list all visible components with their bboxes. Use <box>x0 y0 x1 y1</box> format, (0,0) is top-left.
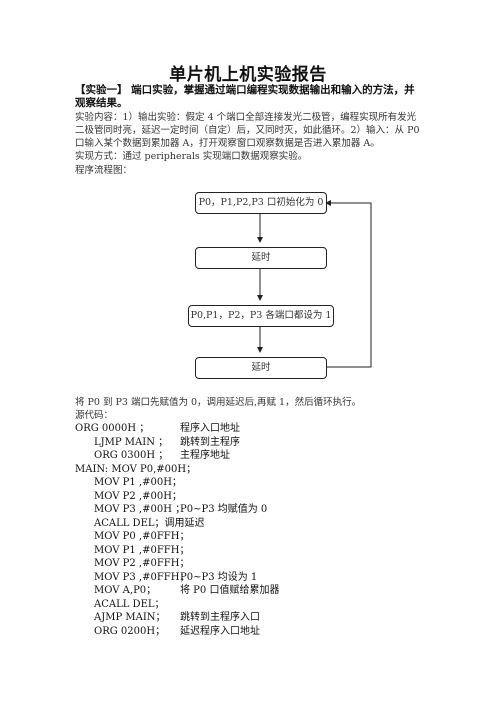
flow-node-delay-1: 延时 <box>195 247 327 269</box>
code-line: MOV P2 ,#00H； <box>94 490 182 502</box>
code-line: MOV P2 ,#0FFH； <box>94 558 190 569</box>
flow-node-init: P0，P1,P2,P3 口初始化为 0 <box>195 192 327 214</box>
code-line: MOV A,P0； <box>94 585 157 596</box>
code-comment: 程序入口地址 <box>180 423 240 434</box>
code-line: MOV P1 ,#00H； <box>94 477 182 488</box>
flow-node-set-one: P0,P1，P2，P3 各端口都设为 1 <box>188 305 334 327</box>
experiment-heading: 【实验一】 端口实验，掌握通过端口编程实现数据输出和输入的方法，并观察结果。 <box>75 84 415 109</box>
experiment-content: 实验内容：1）输出实验：假定 4 个端口全部连接发光二极管，编程实现所有发光二极… <box>75 112 420 149</box>
code-comment: 跳转到主程序 <box>180 436 240 448</box>
source-code-label: 源代码： <box>75 410 114 421</box>
implementation-method: 实现方式：通过 peripherals 实现端口数据观察实验。 <box>75 151 308 162</box>
code-comment: P0~P3 均设为 1 <box>180 571 258 583</box>
code-comment: 跳转到主程序入口 <box>180 612 260 623</box>
code-line: AJMP MAIN； <box>94 612 166 623</box>
code-comment: 将 P0 口值赋给累加器 <box>180 585 280 596</box>
code-comment: 主程序地址 <box>180 450 230 461</box>
code-line: MOV P0 ,#0FFH； <box>94 531 190 542</box>
code-line: LJMP MAIN ； <box>94 436 169 448</box>
code-line: ORG 0200H； <box>94 625 166 637</box>
code-line: ORG 0300H ； <box>94 450 169 461</box>
flowchart-label: 程序流程图： <box>75 165 133 176</box>
flow-node-delay-2: 延时 <box>195 357 327 379</box>
code-comment: P0~P3 均赋值为 0 <box>180 504 268 515</box>
code-line: ACALL DEL；调用延迟 <box>94 517 205 529</box>
code-line: MOV P1 ,#0FFH； <box>94 544 190 556</box>
report-title: 单片机上机实验报告 <box>169 65 327 85</box>
code-line: MAIN: MOV P0,#00H； <box>75 463 197 475</box>
code-line: ORG 0000H ； <box>75 423 150 434</box>
flowchart-description: 将 P0 到 P3 端口先赋值为 0，调用延迟后,再赋 1，然后循环执行。 <box>75 397 362 408</box>
code-line: MOV P3 ,#0FFH； <box>94 571 190 583</box>
code-line: ACALL DEL； <box>94 598 165 610</box>
code-line: MOV P3 ,#00H ； <box>94 504 186 515</box>
code-comment: 延迟程序入口地址 <box>180 625 260 637</box>
